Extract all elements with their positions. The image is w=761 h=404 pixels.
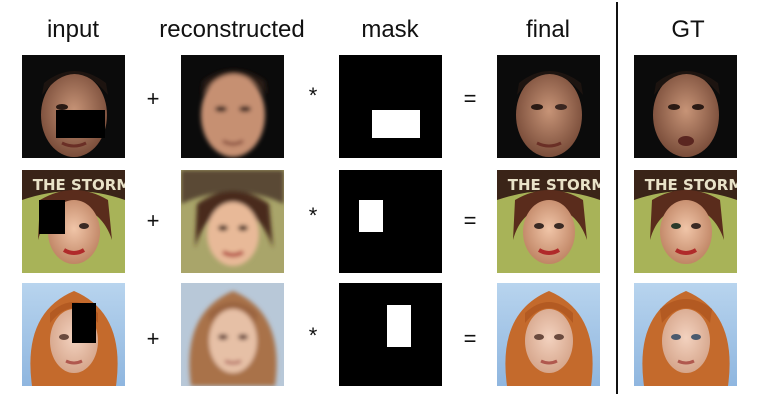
row2-mask-image	[339, 170, 442, 273]
row2-final-image: THE STORM	[497, 170, 600, 273]
row2-input-image: THE STORM	[22, 170, 125, 273]
row1-equals: =	[463, 86, 477, 111]
row2-gt-image: THE STORM	[634, 170, 737, 273]
column-divider	[616, 2, 618, 394]
header-mask: mask	[361, 16, 419, 43]
row1-times: *	[308, 83, 318, 108]
row3-times: *	[308, 323, 318, 348]
header-final: final	[525, 16, 571, 43]
row3-mask-image	[339, 283, 442, 386]
row3-final-image	[497, 283, 600, 386]
header-gt: GT	[671, 16, 705, 43]
row2-input-poster-text: THE STORM	[33, 176, 125, 194]
row1-plus: +	[146, 86, 160, 111]
row2-plus: +	[146, 208, 160, 233]
row3-input-image	[22, 283, 125, 386]
row1-mask-image	[339, 55, 442, 158]
row2-equals: =	[463, 208, 477, 233]
header-input: input	[46, 16, 100, 43]
header-reconstructed: reconstructed	[159, 16, 305, 43]
row2-gt-poster-text: THE STORM	[645, 176, 737, 194]
row1-reconstructed-image	[181, 55, 284, 158]
row1-final-image	[497, 55, 600, 158]
row2-reconstructed-image	[181, 170, 284, 273]
row2-times: *	[308, 203, 318, 228]
row1-gt-image	[634, 55, 737, 158]
row3-equals: =	[463, 326, 477, 351]
row2-final-poster-text: THE STORM	[508, 176, 600, 194]
row1-input-image	[22, 55, 125, 158]
row3-plus: +	[146, 326, 160, 351]
row3-reconstructed-image	[181, 283, 284, 386]
row3-gt-image	[634, 283, 737, 386]
